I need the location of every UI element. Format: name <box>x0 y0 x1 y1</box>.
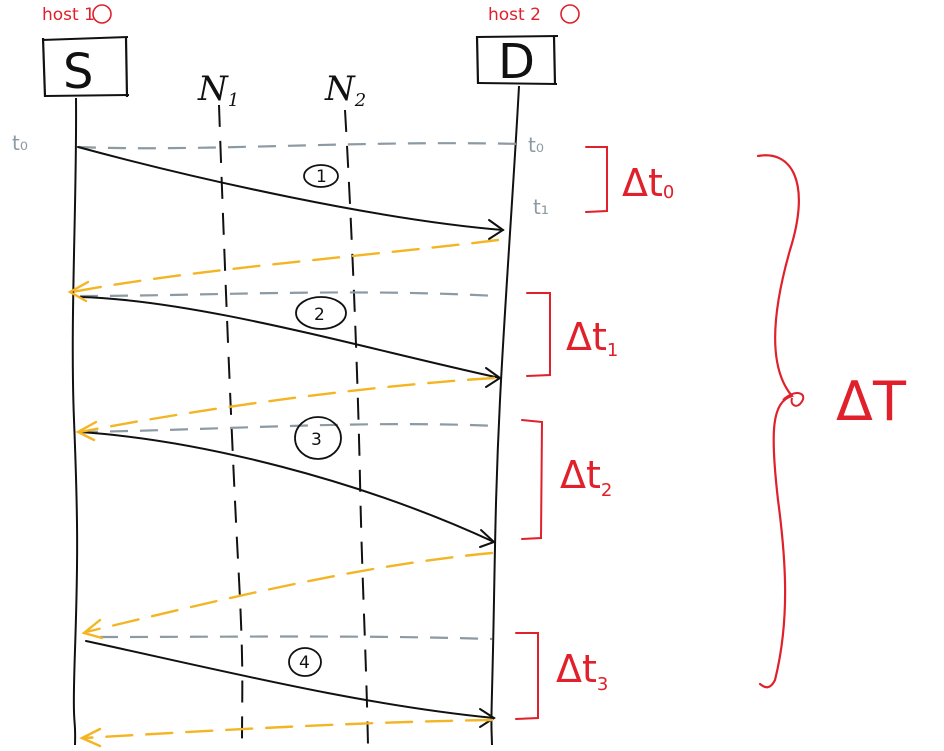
message-4-arrow <box>85 640 495 719</box>
total-curly-brace <box>756 154 800 689</box>
message-4-head <box>479 708 496 728</box>
interval-1-label: Δt1 <box>566 315 618 361</box>
interval-3-bracket <box>515 632 539 720</box>
node-1-lifeline <box>218 104 244 746</box>
host-1-tag: host 1 <box>42 5 95 25</box>
node-2-sub: 2 <box>354 90 366 111</box>
message-number-1: 1 <box>303 164 339 188</box>
interval-3-label: Δt3 <box>556 647 608 695</box>
gray-line-1 <box>77 142 523 150</box>
return-1-arrow <box>70 238 500 294</box>
host-1-tag-circle <box>92 4 112 24</box>
gray-line-2 <box>79 291 497 298</box>
source-host-letter: S <box>63 44 93 100</box>
message-number-3-text: 3 <box>311 430 322 450</box>
outbound-messages <box>77 146 505 728</box>
interval-brackets <box>515 146 608 720</box>
interval-2-bracket <box>521 419 544 540</box>
interval-3-base: Δt <box>556 647 597 691</box>
return-4-head <box>79 727 102 748</box>
message-number-4: 4 <box>288 647 322 677</box>
host-2-tag-circle <box>560 4 580 24</box>
return-messages <box>70 238 500 740</box>
return-2-arrow <box>78 376 496 434</box>
return-2-head <box>75 420 98 442</box>
return-arrowheads <box>67 280 104 748</box>
message-number-1-text: 1 <box>316 167 327 187</box>
gray-line-3 <box>79 423 499 434</box>
return-4-arrow <box>82 718 494 740</box>
gray-reference-lines <box>77 142 523 641</box>
message-2-arrow <box>79 296 501 379</box>
interval-1-sub: 1 <box>607 340 618 361</box>
message-number-4-text: 4 <box>299 653 310 673</box>
message-3-arrow <box>79 431 495 543</box>
dest-t1-label: t₁ <box>533 195 549 219</box>
interval-2-label: Δt2 <box>560 453 612 501</box>
interval-0-label: Δt0 <box>622 161 674 205</box>
interval-3-sub: 3 <box>597 674 608 695</box>
node-1-label: N1 <box>197 69 239 111</box>
gray-line-4 <box>99 635 493 641</box>
interval-0-base: Δt <box>622 161 663 205</box>
message-number-3: 3 <box>294 416 342 460</box>
message-3-head <box>479 529 496 548</box>
source-host-box: S <box>41 36 130 100</box>
interval-2-sub: 2 <box>601 480 612 501</box>
interval-1-bracket <box>526 292 551 377</box>
total-brace-tip <box>782 392 805 407</box>
dest-host-letter: D <box>498 34 535 90</box>
host-2-tag: host 2 <box>488 5 541 25</box>
message-1-head <box>488 219 505 240</box>
node-2-base: N <box>324 69 356 109</box>
interval-0-bracket <box>585 146 608 213</box>
dest-t0-label: t₀ <box>528 133 544 157</box>
dest-lifeline <box>490 85 520 746</box>
source-lifeline <box>71 97 79 746</box>
message-number-2-text: 2 <box>314 305 325 325</box>
node-2-label: N2 <box>324 69 366 111</box>
node-1-base: N <box>197 69 229 109</box>
dest-host-box: D <box>475 34 559 90</box>
interval-1-base: Δt <box>566 315 607 359</box>
interval-0-sub: 0 <box>663 182 674 203</box>
return-3-arrow <box>84 551 494 634</box>
interval-2-base: Δt <box>560 453 601 497</box>
return-3-head <box>81 618 104 640</box>
return-1-head <box>67 280 90 303</box>
source-t0-label: t₀ <box>12 131 28 155</box>
message-number-2: 2 <box>295 296 347 330</box>
message-1-arrow <box>77 146 504 231</box>
node-2-lifeline <box>344 109 369 746</box>
total-delta-label: ΔT <box>836 370 907 433</box>
node-1-sub: 1 <box>228 90 239 111</box>
message-2-head <box>485 367 502 388</box>
